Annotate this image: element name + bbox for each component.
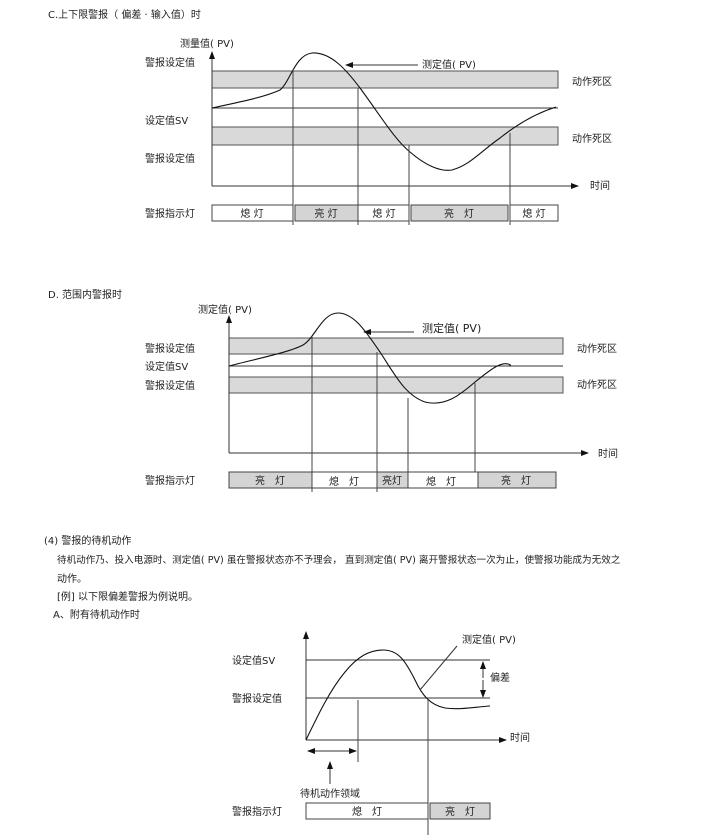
lower-alarm-label: 警报设定值 <box>145 152 195 165</box>
lower-alarm-label: 警报设定值 <box>145 379 195 392</box>
sv-label: 设定值SV <box>232 654 275 667</box>
diagram-a: 设定值SV 警报设定值 时间 测定值( PV) 偏差 待机动作领域 警报指示灯 … <box>232 631 530 835</box>
alarm-label: 警报设定值 <box>232 692 282 705</box>
indicator-on <box>477 471 557 489</box>
upper-alarm-label: 警报设定值 <box>145 342 195 355</box>
indicator-on <box>429 802 491 820</box>
x-axis-label: 时间 <box>590 179 610 192</box>
x-axis-label: 时间 <box>598 447 618 460</box>
segment-text: 熄 灯 <box>522 207 545 220</box>
diagram-c: C.上下限警报（ 偏差 · 输入值）时 测量值( PV) 警报设定值 设定值SV… <box>48 8 612 225</box>
indicator-on <box>228 471 313 489</box>
segment-text: 亮 灯 <box>445 805 475 818</box>
segment-text: 亮 灯 <box>444 207 474 220</box>
indicator-label: 警报指示灯 <box>232 805 282 818</box>
indicator-label: 警报指示灯 <box>145 474 195 487</box>
sv-label: 设定值SV <box>145 360 188 373</box>
pv-curve <box>228 312 511 404</box>
segment-text: 熄 灯 <box>240 207 263 220</box>
upper-alarm-label: 警报设定值 <box>145 56 195 69</box>
pv-pointer-line <box>419 645 458 691</box>
segment-text: 熄 灯 <box>329 475 359 488</box>
standby-region-label: 待机动作领域 <box>300 787 360 800</box>
indicator-label: 警报指示灯 <box>145 207 195 220</box>
segment-text: 亮灯 <box>382 474 402 487</box>
section-heading: (4) 警报的待机动作 <box>44 534 131 547</box>
pv-pointer-label: 测定值( PV) <box>422 58 476 71</box>
lower-deadband <box>228 376 564 394</box>
deadband-label: 动作死区 <box>577 379 617 391</box>
example-text: [例] 以下限偏差警报为例说明。 <box>57 590 198 603</box>
upper-deadband <box>211 70 559 89</box>
section-4-text: (4) 警报的待机动作 待机动作乃、投入电源时、测定值( PV) 虽在警报状态亦… <box>44 534 621 621</box>
lower-deadband <box>211 126 559 146</box>
indicator-on <box>410 204 509 222</box>
pv-curve <box>211 52 557 171</box>
segment-text: 亮 灯 <box>255 474 285 487</box>
pv-pointer-label: 测定值( PV) <box>462 633 516 646</box>
indicator-off <box>357 204 410 222</box>
deadband-label: 动作死区 <box>577 343 617 355</box>
deviation-label: 偏差 <box>490 671 510 684</box>
pv-pointer-label: 测定值( PV) <box>422 321 481 335</box>
paragraph: 动作。 <box>57 573 87 585</box>
pv-curve <box>305 649 491 741</box>
sv-label: 设定值SV <box>145 114 188 127</box>
segment-text: 熄 灯 <box>372 207 395 220</box>
indicator-off <box>305 802 429 820</box>
subsection-a-title: A、附有待机动作时 <box>53 608 140 621</box>
x-axis-label: 时间 <box>510 731 530 744</box>
paragraph: 待机动作乃、投入电源时、测定值( PV) 虽在警报状态亦不予理会， 直到测定值(… <box>57 554 621 566</box>
segment-text: 亮 灯 <box>501 474 531 487</box>
deadband-label: 动作死区 <box>572 76 612 88</box>
section-d-title: D. 范围内警报时 <box>48 288 122 301</box>
indicator-on <box>376 471 409 489</box>
segment-text: 亮 灯 <box>314 207 337 220</box>
section-c-title: C.上下限警报（ 偏差 · 输入值）时 <box>48 8 201 21</box>
y-axis-label: 测定值( PV) <box>198 303 252 316</box>
segment-text: 熄 灯 <box>352 805 382 818</box>
upper-deadband <box>228 337 564 355</box>
segment-text: 熄 灯 <box>426 475 456 488</box>
indicator-off <box>211 204 294 222</box>
deadband-label: 动作死区 <box>572 133 612 145</box>
indicator-off <box>509 204 559 222</box>
y-axis-label: 测量值( PV) <box>180 37 234 50</box>
diagram-d: D. 范围内警报时 测定值( PV) 警报设定值 设定值SV 警报设定值 动作死… <box>48 288 618 492</box>
